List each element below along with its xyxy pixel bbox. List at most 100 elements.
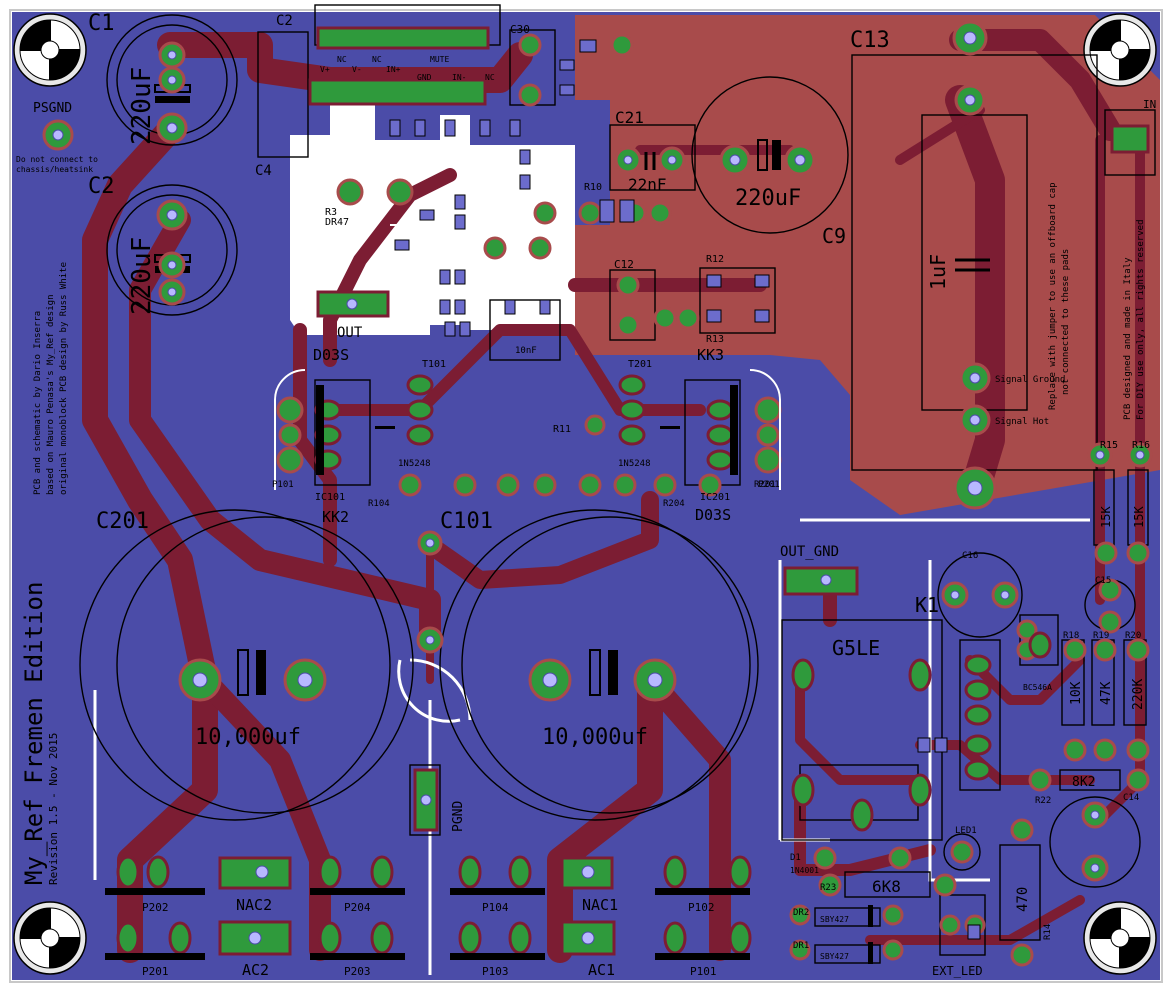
credit-line-2: based on Mauro Penasa's My_Ref design [46,295,56,495]
label-c12: C12 [614,258,634,271]
label-c9-value: 220uF [735,186,801,211]
label-k1: K1 [915,593,939,617]
label-r12: R12 [706,254,724,265]
label-r18: R18 [1063,631,1079,641]
label-kk2: KK2 [322,508,349,526]
rights-line-1: PCB designed and made in Italy [1123,257,1133,420]
label-c21: C21 [615,108,644,127]
label-c30: C30 [510,23,530,36]
label-r15: R15 [1100,440,1118,451]
label-r23: R23 [820,883,836,893]
rights-line-2: For DIY use only, all rights reserved [1136,220,1146,420]
label-c14: C14 [1123,793,1139,803]
label-t201: T201 [628,359,652,370]
label-c9: C9 [822,224,846,248]
label-in: IN [1143,98,1156,111]
label-p202: P202 [142,901,169,914]
pin-label: NC [337,55,347,64]
label-r11: R11 [553,424,571,435]
c101-outline [439,509,751,821]
label-p101: P101 [272,480,294,490]
c16-outline [937,552,1023,638]
credit-line-3: original monoblock PCB design by Russ Wh… [59,262,69,495]
label-r15-value: 15K [1099,506,1113,528]
label-p101b: P101 [690,965,717,978]
pin-label: NC [485,73,495,82]
label-c1: C1 [88,11,115,36]
device-bodies [105,385,873,964]
label-r14: R14 [1043,924,1053,940]
label-d03s-right: D03S [695,506,731,524]
label-p204: P204 [344,901,371,914]
c201-outline [79,509,391,821]
label-p103: P103 [482,965,509,978]
pin-label: V+ [320,65,330,74]
pin-label: V- [352,65,362,74]
board-outline [9,9,1163,983]
label-ic101: IC101 [315,492,345,503]
label-out-gnd: OUT_GND [780,544,839,560]
relay-outline [781,619,943,841]
ic-pin-labels: V+ NC V- NC IN+ GND MUTE IN- NC [320,55,495,82]
label-ext-led: EXT_LED [932,964,983,978]
label-d201: 1N5248 [618,459,651,469]
label-r14-value: 470 [1015,887,1031,912]
jumper-note-1: Replace with jumper to use an offboard c… [1048,182,1058,410]
label-c201-value: 10,000uf [195,725,301,750]
label-pgnd: PGND [451,801,466,832]
label-c4: C4 [255,163,272,179]
label-c13: C13 [850,28,890,53]
label-c1-value: 220uF [127,67,157,145]
label-r201: R201 [754,480,776,490]
label-ac1: AC1 [588,961,615,979]
label-p201: P201 [758,480,780,490]
label-dr1: DR1 [793,941,809,951]
c2-outline [106,184,238,316]
pin-label: NC [372,55,382,64]
label-r19-value: 47K [1099,681,1114,705]
label-c201: C201 [96,509,149,534]
label-kk3: KK3 [697,346,724,364]
pin-label: IN- [452,73,466,82]
label-r20-value: 220K [1131,679,1146,710]
label-c13-value: 1uF [926,254,950,290]
label-sgnd-note-2: chassis/heatsink [16,165,93,174]
pin-label: GND [417,73,432,82]
label-t101: T101 [422,359,446,370]
label-c16: C16 [962,551,978,561]
label-p104: P104 [482,901,509,914]
traces [82,29,1145,963]
top-copper-pour [575,15,1160,515]
label-d1: D1 [790,853,801,863]
label-c2b: C2 [276,13,293,29]
c14-outline [1049,796,1141,888]
label-nac1: NAC1 [582,896,618,914]
label-p201b: P201 [142,965,169,978]
cap-symbols [154,84,990,696]
label-led1: LED1 [955,826,977,836]
label-ic201: IC201 [700,492,730,503]
label-r10: R10 [584,182,602,193]
mount-hole-bl [13,901,87,975]
label-c2-value: 220uF [127,237,157,315]
label-r204: R204 [663,499,685,509]
label-signal-ground: Signal Ground [995,375,1065,385]
label-d1-value: 1N4001 [790,866,819,875]
label-c21-value: 22nF [628,175,667,194]
label-r13: R13 [706,334,724,345]
label-c101-value: 10,000uf [542,725,648,750]
label-r104: R104 [368,499,390,509]
board-title: My_Ref Fremen Edition [20,582,48,885]
label-c2: C2 [88,174,115,199]
pin-label: IN+ [386,65,401,74]
pin-label: MUTE [430,55,449,64]
label-d03s-left: D03S [313,346,349,364]
label-dr2-value: SBY427 [820,915,849,924]
label-relay: G5LE [832,636,880,660]
label-signal-hot: Signal Hot [995,417,1049,427]
label-r22-value: 8K2 [1072,775,1095,790]
mount-hole-tl [13,13,87,87]
label-r22: R22 [1035,796,1051,806]
board-notes: My_Ref Fremen Edition Revision 1.5 - Nov… [20,182,1146,885]
